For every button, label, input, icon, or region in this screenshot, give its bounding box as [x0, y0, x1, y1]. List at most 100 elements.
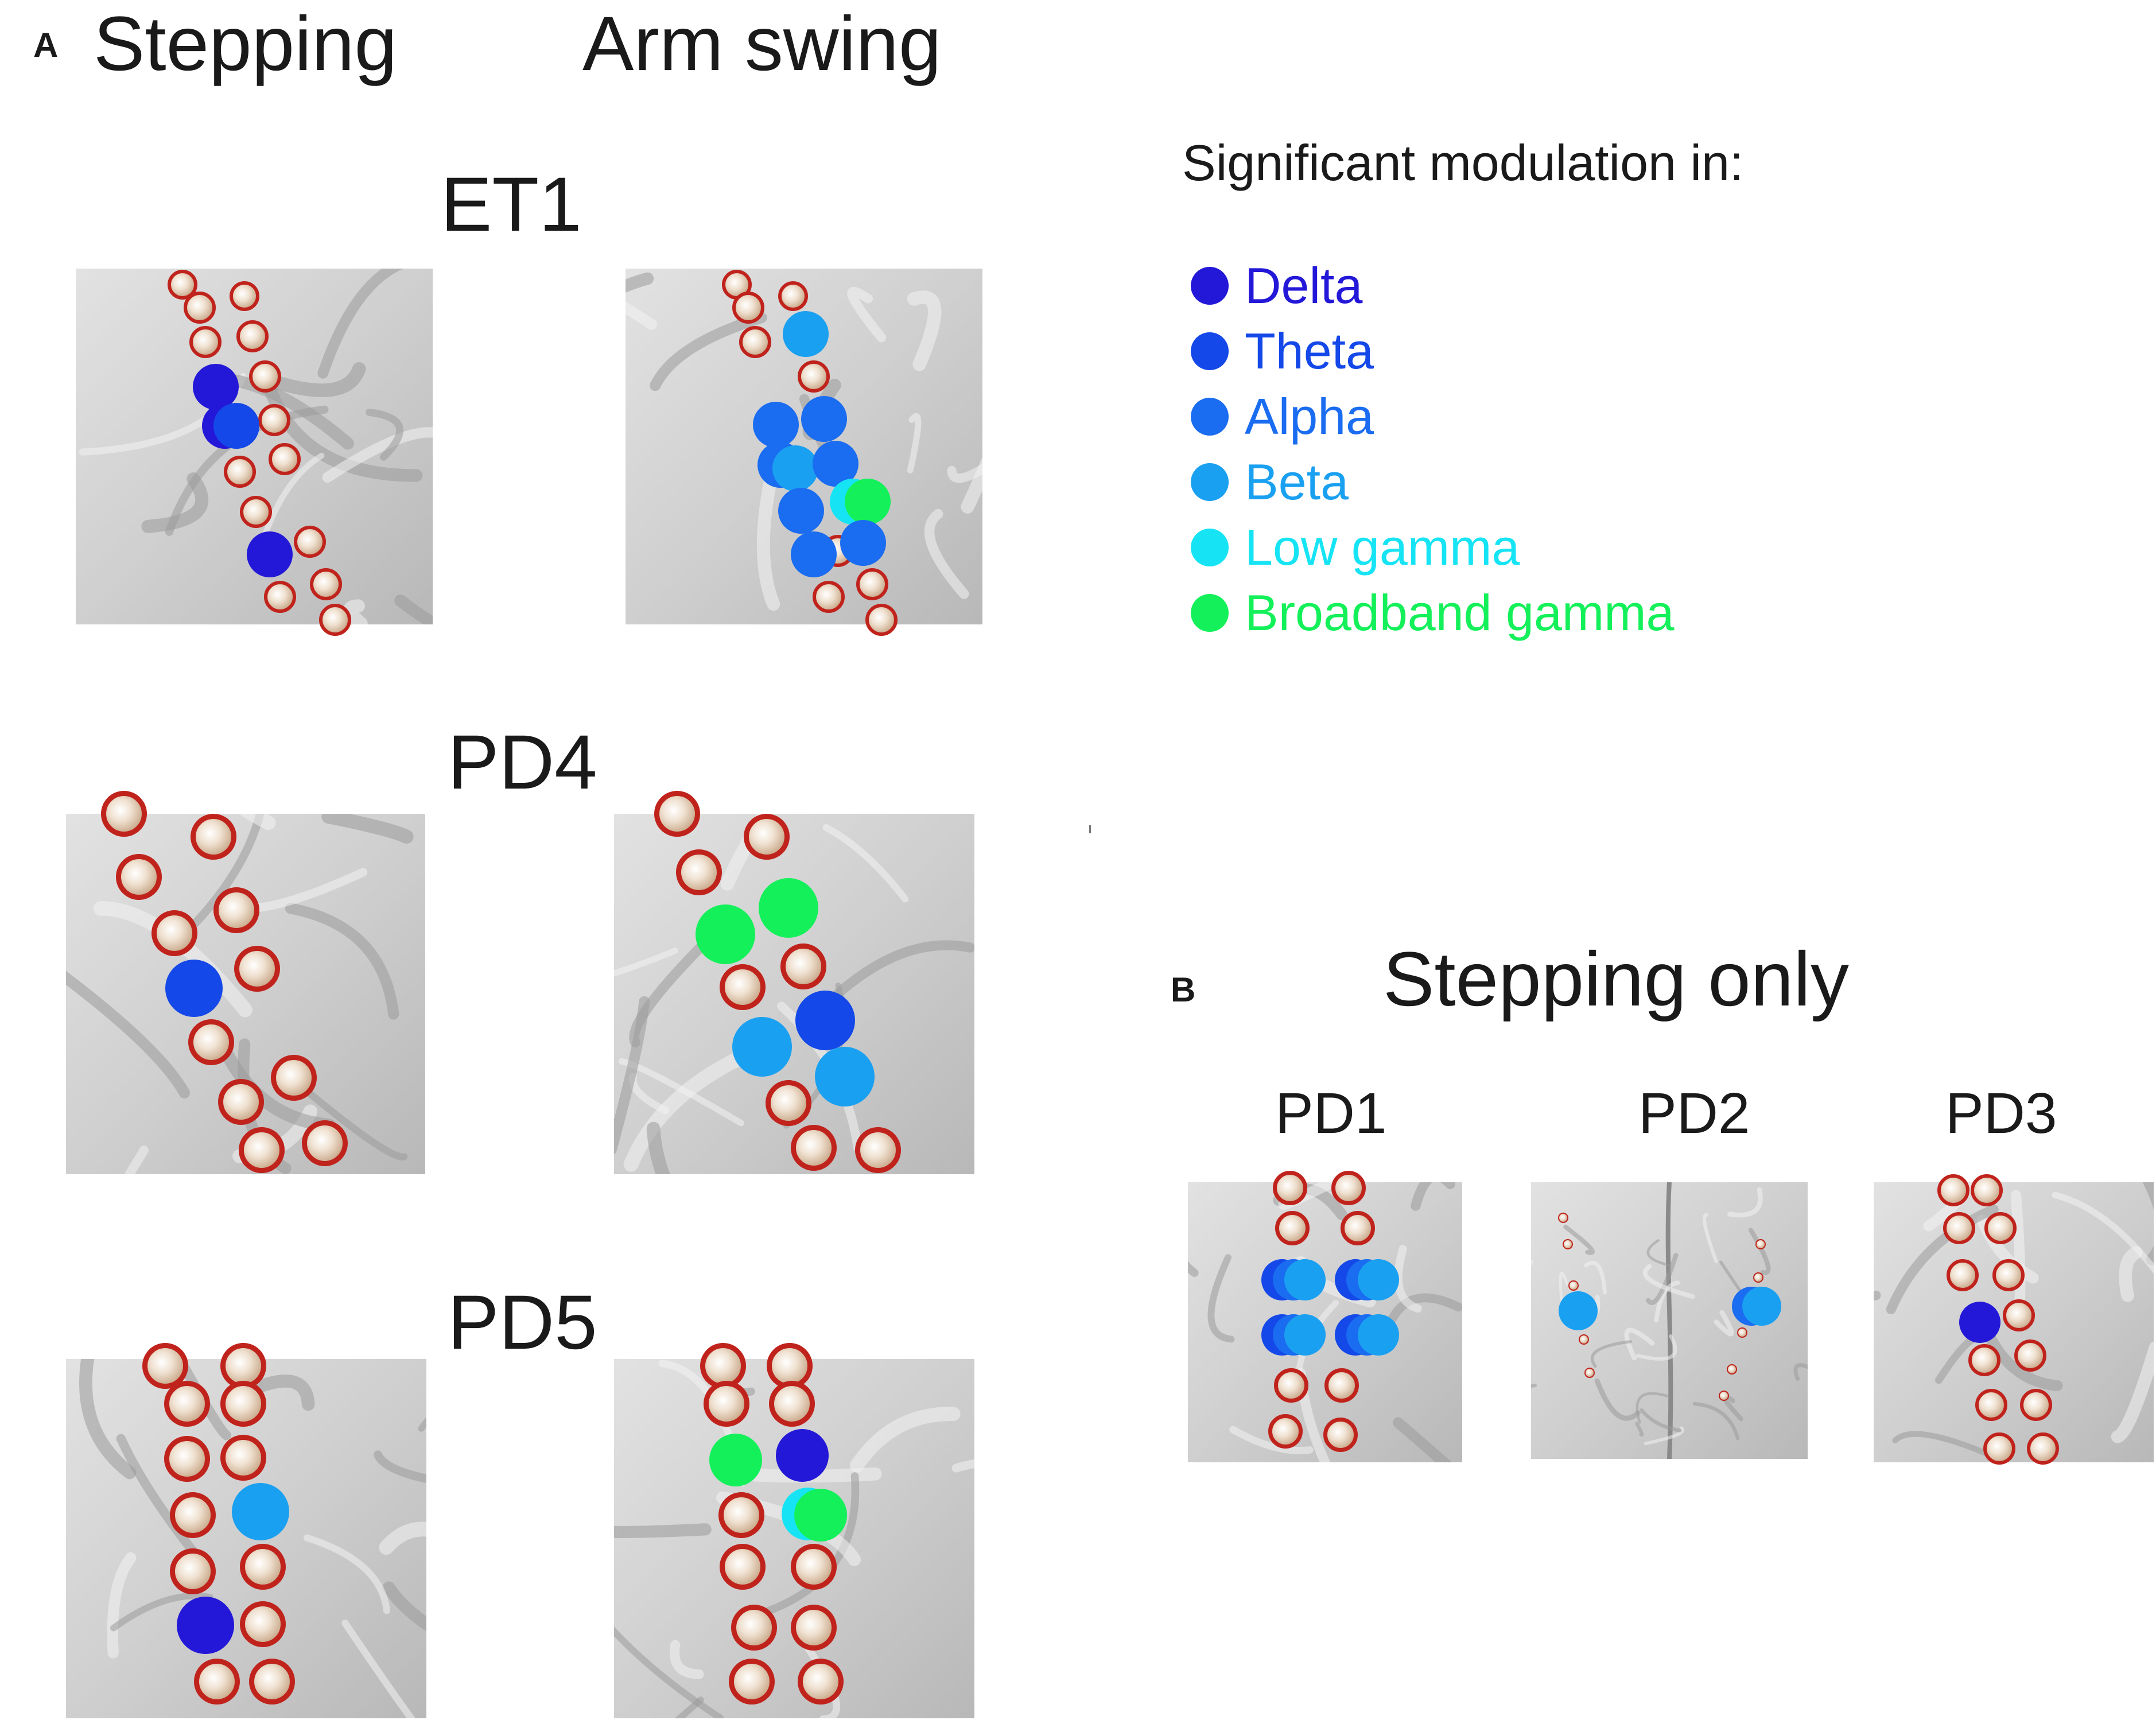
electrode-contact-icon: [1341, 1211, 1375, 1245]
electrode-contact-icon: [791, 1125, 837, 1171]
subject-label-pd5: PD5: [448, 1280, 597, 1365]
electrode-contact-icon: [676, 849, 722, 895]
modulation-dot-beta: [815, 1047, 875, 1106]
modulation-dot-broadband-gamma: [759, 878, 818, 938]
modulation-dot-broadband-gamma: [794, 1489, 847, 1542]
electrode-contact-icon: [249, 360, 281, 393]
column-title-arm-swing: Arm swing: [582, 1, 942, 87]
tick-mark: [1089, 825, 1091, 833]
modulation-dot-alpha: [791, 531, 837, 577]
electrode-contact-icon: [1323, 1418, 1358, 1452]
electrode-contact-icon: [1968, 1344, 2000, 1376]
subject-label-pd3: PD3: [1945, 1081, 2057, 1146]
electrode-contact-icon: [188, 1019, 234, 1065]
electrode-contact-icon: [1719, 1391, 1729, 1401]
electrode-contact-icon: [116, 854, 162, 900]
electrode-contact-icon: [213, 887, 259, 933]
electrode-contact-icon: [2014, 1339, 2046, 1372]
subject-label-pd4: PD4: [448, 720, 597, 805]
modulation-dot-theta: [213, 403, 259, 449]
electrode-contact-icon: [1755, 1239, 1766, 1249]
electrode-contact-icon: [236, 320, 269, 352]
modulation-dot-beta: [1358, 1259, 1399, 1300]
electrode-contact-icon: [239, 1127, 285, 1173]
electrode-contact-icon: [240, 1544, 286, 1590]
modulation-dot-broadband-gamma: [845, 479, 891, 525]
electrode-contact-icon: [720, 1544, 766, 1590]
electrode-contact-icon: [194, 1659, 240, 1705]
electrode-contact-icon: [302, 1120, 348, 1166]
electrode-contact-icon: [1268, 1414, 1303, 1449]
modulation-dot-beta: [1284, 1259, 1326, 1300]
electrode-contact-icon: [855, 1127, 901, 1173]
modulation-dot-beta: [232, 1483, 289, 1540]
electrode-contact-icon: [234, 946, 280, 992]
electrode-contact-icon: [319, 604, 351, 636]
panel-a-letter: A: [33, 26, 59, 64]
legend-item-low-gamma: Low gamma: [1191, 522, 1520, 573]
modulation-dot-beta: [1358, 1314, 1399, 1356]
legend-label: Beta: [1245, 453, 1349, 510]
modulation-dot-delta: [247, 531, 293, 577]
modulation-dot-beta: [1742, 1287, 1781, 1326]
electrode-contact-icon: [1273, 1171, 1307, 1205]
electrode-contact-icon: [2027, 1432, 2059, 1465]
legend-label: Delta: [1245, 257, 1363, 314]
electrode-contact-icon: [264, 581, 296, 613]
electrode-contact-icon: [739, 326, 771, 358]
electrode-contact-icon: [791, 1544, 837, 1590]
electrode-contact-icon: [1971, 1174, 2003, 1206]
legend-item-delta: Delta: [1191, 261, 1362, 311]
modulation-dot-delta: [177, 1597, 234, 1654]
electrode-contact-icon: [258, 404, 290, 436]
electrode-contact-icon: [718, 1492, 764, 1538]
electrode-contact-icon: [731, 1605, 777, 1651]
electrode-contact-icon: [1943, 1212, 1975, 1244]
electrode-contact-icon: [1737, 1327, 1747, 1338]
modulation-dot-icon: [1191, 332, 1229, 370]
electrode-contact-icon: [310, 568, 342, 600]
electrode-contact-icon: [1563, 1239, 1573, 1249]
electrode-contact-icon: [769, 1381, 815, 1427]
subject-label-pd1: PD1: [1275, 1081, 1387, 1146]
electrode-contact-icon: [1324, 1368, 1359, 1403]
modulation-dot-beta: [1559, 1291, 1598, 1330]
electrode-contact-icon: [1579, 1334, 1589, 1345]
subject-label-pd2: PD2: [1638, 1081, 1750, 1146]
electrode-contact-icon: [1331, 1171, 1366, 1205]
electrode-contact-icon: [1274, 1368, 1308, 1403]
electrode-contact-icon: [191, 814, 236, 860]
electrode-contact-icon: [1558, 1213, 1568, 1223]
electrode-contact-icon: [1984, 1212, 2017, 1244]
column-title-stepping: Stepping: [94, 1, 397, 87]
electrode-contact-icon: [720, 964, 766, 1010]
brain-surface-image: [1188, 1182, 1462, 1462]
modulation-dot-icon: [1191, 267, 1229, 305]
modulation-dot-icon: [1191, 594, 1229, 632]
electrode-contact-icon: [224, 456, 256, 488]
electrode-contact-icon: [1753, 1272, 1763, 1283]
modulation-dot-icon: [1191, 398, 1229, 436]
electrode-contact-icon: [813, 581, 845, 613]
modulation-dot-beta: [1284, 1314, 1326, 1356]
electrode-contact-icon: [778, 281, 808, 311]
electrode-contact-icon: [170, 1548, 216, 1594]
electrode-contact-icon: [1947, 1259, 1979, 1291]
modulation-dot-delta: [1959, 1302, 2000, 1343]
electrode-contact-icon: [230, 281, 259, 311]
electrode-contact-icon: [240, 1601, 286, 1647]
electrode-contact-icon: [798, 360, 830, 393]
modulation-dot-beta: [772, 445, 818, 491]
electrode-contact-icon: [2020, 1389, 2052, 1421]
electrode-contact-icon: [704, 1381, 749, 1427]
legend-label: Broadband gamma: [1245, 584, 1675, 641]
electrode-contact-icon: [856, 568, 888, 600]
panel-b-title: Stepping only: [1383, 937, 1850, 1022]
brain-pd1-stepping: [1188, 1182, 1462, 1462]
electrode-contact-icon: [766, 1080, 811, 1126]
modulation-dot-beta: [732, 1017, 792, 1077]
electrode-contact-icon: [1275, 1211, 1310, 1245]
modulation-dot-broadband-gamma: [709, 1434, 762, 1486]
electrode-contact-icon: [220, 1381, 266, 1427]
legend-item-broadband-gamma: Broadband gamma: [1191, 588, 1674, 638]
